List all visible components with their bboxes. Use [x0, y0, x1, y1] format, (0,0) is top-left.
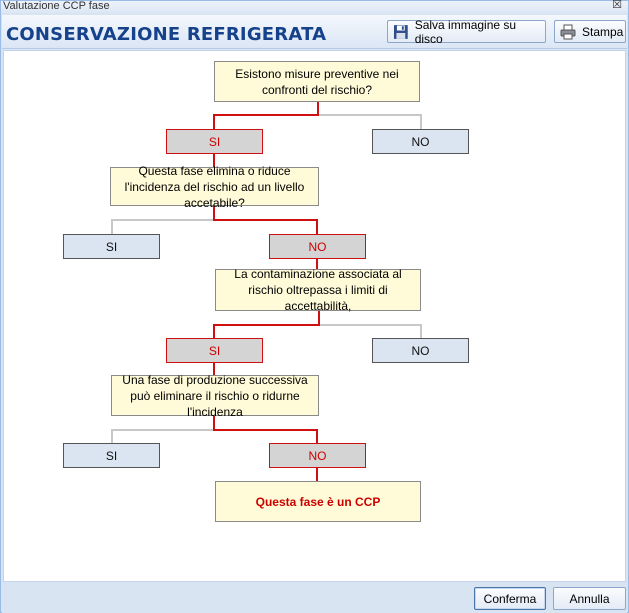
connector-q3-no — [318, 311, 422, 338]
connector-q3-yes — [213, 311, 320, 338]
printer-icon — [560, 24, 576, 39]
answer-q1-yes[interactable]: SI — [166, 129, 263, 154]
connector-q1-yes — [213, 102, 319, 129]
answer-q2-no[interactable]: NO — [269, 234, 366, 259]
header-bar: CONSERVAZIONE REFRIGERATA Salva immagine… — [2, 15, 627, 49]
answer-q4-yes-label: SI — [105, 448, 118, 463]
answer-q4-no-label: NO — [308, 448, 327, 463]
answer-q2-yes[interactable]: SI — [63, 234, 160, 259]
answer-q3-no[interactable]: NO — [372, 338, 469, 363]
connector-q2-no — [213, 206, 318, 234]
flowchart-canvas: Esistono misure preventive nei confronti… — [3, 50, 626, 582]
answer-q3-no-label: NO — [411, 343, 430, 358]
footer-bar: Conferma Annulla — [2, 583, 627, 613]
question-1-text: Esistono misure preventive nei confronti… — [235, 66, 399, 97]
result-box: Questa fase è un CCP — [215, 481, 421, 522]
answer-q4-no[interactable]: NO — [269, 443, 366, 468]
confirm-button[interactable]: Conferma — [474, 587, 546, 610]
floppy-disk-icon — [393, 24, 408, 39]
question-2: Questa fase elimina o riduce l'incidenza… — [110, 164, 319, 210]
answer-q3-yes[interactable]: SI — [166, 338, 263, 363]
answer-q4-yes[interactable]: SI — [63, 443, 160, 468]
print-button[interactable]: Stampa — [554, 20, 626, 43]
answer-q3-yes-label: SI — [208, 343, 221, 358]
save-image-label: Salva immagine su disco — [414, 17, 517, 46]
answer-q2-yes-label: SI — [105, 239, 118, 254]
flowchart-connectors — [111, 102, 422, 481]
print-label: Stampa — [582, 24, 624, 39]
save-image-button[interactable]: Salva immagine su disco — [387, 17, 546, 46]
connector-q4-no — [213, 416, 318, 443]
question-2-text: Questa fase elimina o riduce l'incidenza… — [124, 163, 305, 210]
cancel-button[interactable]: Annulla — [553, 587, 626, 610]
window-title: Valutazione CCP fase — [3, 0, 110, 12]
question-3-text: La contaminazione associata al rischio o… — [234, 267, 402, 313]
page-title: CONSERVAZIONE REFRIGERATA — [6, 24, 327, 45]
connector-q4-yes — [111, 416, 215, 443]
question-1: Esistono misure preventive nei confronti… — [214, 61, 420, 102]
question-3: La contaminazione associata al rischio o… — [215, 267, 421, 313]
answer-q1-no-label: NO — [411, 134, 430, 149]
title-bar: Valutazione CCP fase ☒ — [1, 0, 628, 13]
result-text: Questa fase è un CCP — [255, 494, 381, 509]
connector-q1-no — [317, 102, 422, 129]
close-icon[interactable]: ☒ — [612, 0, 622, 11]
answer-q2-no-label: NO — [308, 239, 327, 254]
question-4-text: Una fase di produzione successiva può el… — [122, 372, 308, 419]
answer-q1-yes-label: SI — [208, 134, 221, 149]
question-4: Una fase di produzione successiva può el… — [111, 373, 319, 419]
answer-q1-no[interactable]: NO — [372, 129, 469, 154]
